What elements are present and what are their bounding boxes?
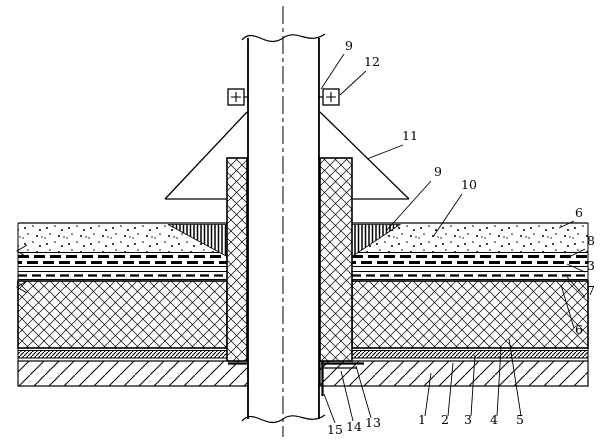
callout-labels: 9 12 11 9 10 6 8 3 7 6 15 14 13 1 2 3 4 … bbox=[327, 38, 595, 437]
leader-1 bbox=[424, 372, 432, 417]
membrane-layers-left bbox=[18, 252, 227, 280]
callout-6-lower: 6 bbox=[575, 322, 583, 337]
membrane-layers-right bbox=[352, 252, 588, 280]
leader-10 bbox=[432, 193, 463, 238]
leader-7 bbox=[566, 276, 586, 298]
callout-5: 5 bbox=[516, 412, 524, 427]
callout-4: 4 bbox=[490, 412, 498, 427]
seal-wedges bbox=[167, 224, 402, 258]
insulation-layer-left bbox=[17, 280, 228, 349]
leader-9-top bbox=[320, 53, 345, 90]
callout-7: 7 bbox=[587, 283, 595, 298]
callout-9-top: 9 bbox=[345, 38, 353, 53]
leader-15 bbox=[323, 393, 336, 424]
callout-2: 2 bbox=[441, 412, 449, 427]
clamp-bolt-left-cross-icon bbox=[231, 92, 241, 102]
rain-collar-right-line bbox=[319, 111, 410, 200]
callout-9-mid: 9 bbox=[434, 164, 442, 179]
leader-9-mid bbox=[385, 180, 432, 232]
callout-3-right: 3 bbox=[587, 258, 595, 273]
leader-4 bbox=[496, 347, 502, 417]
rain-collar-left-line bbox=[164, 111, 248, 200]
callout-14: 14 bbox=[346, 419, 362, 434]
leader-3-bottom bbox=[470, 354, 476, 417]
leader-14 bbox=[340, 370, 354, 422]
callout-15: 15 bbox=[327, 422, 343, 437]
rain-collar bbox=[164, 111, 410, 200]
insulation-layer-right bbox=[351, 280, 589, 349]
leader-6-upper bbox=[558, 220, 575, 229]
break-chevron-top bbox=[16, 244, 28, 258]
pipe-sleeve-right bbox=[319, 157, 353, 362]
leader-3-right bbox=[566, 263, 586, 273]
leader-11 bbox=[366, 144, 404, 160]
callout-13: 13 bbox=[365, 415, 381, 430]
callout-10: 10 bbox=[461, 177, 477, 192]
slab-layer-right bbox=[319, 360, 589, 387]
leader-12 bbox=[339, 70, 367, 96]
leader-5 bbox=[508, 338, 522, 417]
callout-3-bottom: 3 bbox=[464, 412, 472, 427]
clamp-bolt-right-cross-icon bbox=[326, 92, 336, 102]
leader-13 bbox=[355, 365, 372, 419]
leader-2 bbox=[447, 362, 454, 417]
leader-6-lower bbox=[560, 284, 575, 329]
pipe-clamp bbox=[227, 88, 340, 106]
edge-break-marks bbox=[16, 244, 28, 294]
pipe-sleeves bbox=[226, 157, 364, 396]
callout-1: 1 bbox=[418, 412, 426, 427]
leader-8 bbox=[566, 248, 586, 259]
callout-11: 11 bbox=[402, 128, 418, 143]
slab-layer-left bbox=[17, 360, 249, 387]
pipe-sleeve-left bbox=[226, 157, 248, 362]
vapor-barrier-right bbox=[351, 350, 589, 359]
vapor-barrier-left bbox=[17, 350, 228, 359]
callout-8: 8 bbox=[587, 233, 595, 248]
callout-12: 12 bbox=[364, 54, 380, 69]
callout-6-upper: 6 bbox=[575, 205, 583, 220]
callout-leaders bbox=[320, 53, 586, 424]
break-chevron-bottom bbox=[16, 280, 28, 294]
